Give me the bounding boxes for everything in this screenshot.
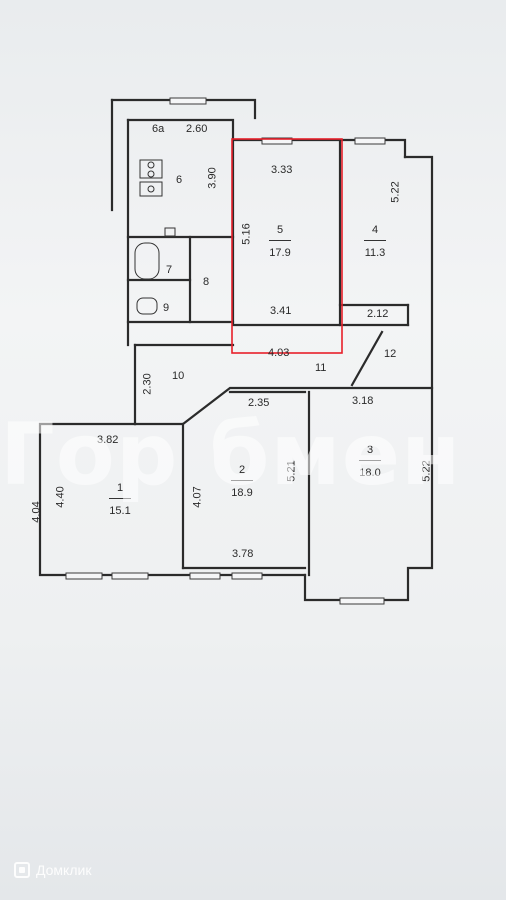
room-12-number: 12	[384, 348, 397, 360]
wall-bottom-left	[38, 422, 307, 577]
window-2a	[189, 572, 221, 580]
wall-room-6-7-8-9	[126, 118, 235, 325]
dim-2-60: 2.60	[186, 123, 208, 135]
room-11-number: 11	[315, 362, 327, 374]
highlight-room-5	[231, 138, 343, 354]
room-8-number: 8	[203, 276, 210, 288]
wall-top-left	[110, 98, 257, 120]
watermark-text: Гор бмен	[0, 405, 462, 505]
window-4	[354, 137, 386, 145]
window-1b	[111, 572, 149, 580]
room-6a-number: 6а	[152, 123, 165, 135]
room-9-number: 9	[163, 302, 170, 314]
window-1a	[65, 572, 103, 580]
domclick-logo-icon	[14, 862, 30, 878]
dim-2-35: 2.35	[248, 397, 270, 409]
dim-3-82: 3.82	[97, 434, 119, 446]
sink-icon	[139, 181, 163, 197]
dim-2-12: 2.12	[367, 308, 389, 320]
wall-corridor-bottom	[133, 386, 434, 426]
room-10-number: 10	[172, 370, 185, 382]
bathtub-icon	[134, 242, 160, 280]
dim-3-33: 3.33	[271, 164, 293, 176]
stove-icon	[139, 159, 163, 179]
dim-3-41: 3.41	[270, 305, 292, 317]
room-7-number: 7	[166, 264, 173, 276]
dim-2-30: 2.30	[141, 373, 154, 395]
room-6-number: 6	[176, 174, 183, 186]
window-6	[169, 97, 207, 105]
fixtures	[134, 159, 176, 315]
basin-icon	[164, 227, 176, 237]
dim-3-78: 3.78	[232, 548, 254, 560]
dim-5-16: 5.16	[240, 223, 253, 245]
windows	[65, 97, 386, 605]
dim-3-18: 3.18	[352, 395, 374, 407]
window-2b	[231, 572, 263, 580]
toilet-icon	[136, 297, 158, 315]
wall-12-diag	[350, 330, 384, 387]
dim-3-90: 3.90	[206, 167, 219, 189]
window-5	[261, 137, 293, 145]
dim-5-22-top: 5.22	[389, 181, 402, 203]
brand-badge: Домклик	[14, 862, 91, 878]
brand-name: Домклик	[36, 862, 92, 878]
wall-right	[303, 155, 434, 602]
dim-4-03: 4.03	[268, 347, 290, 359]
window-3	[339, 597, 385, 605]
